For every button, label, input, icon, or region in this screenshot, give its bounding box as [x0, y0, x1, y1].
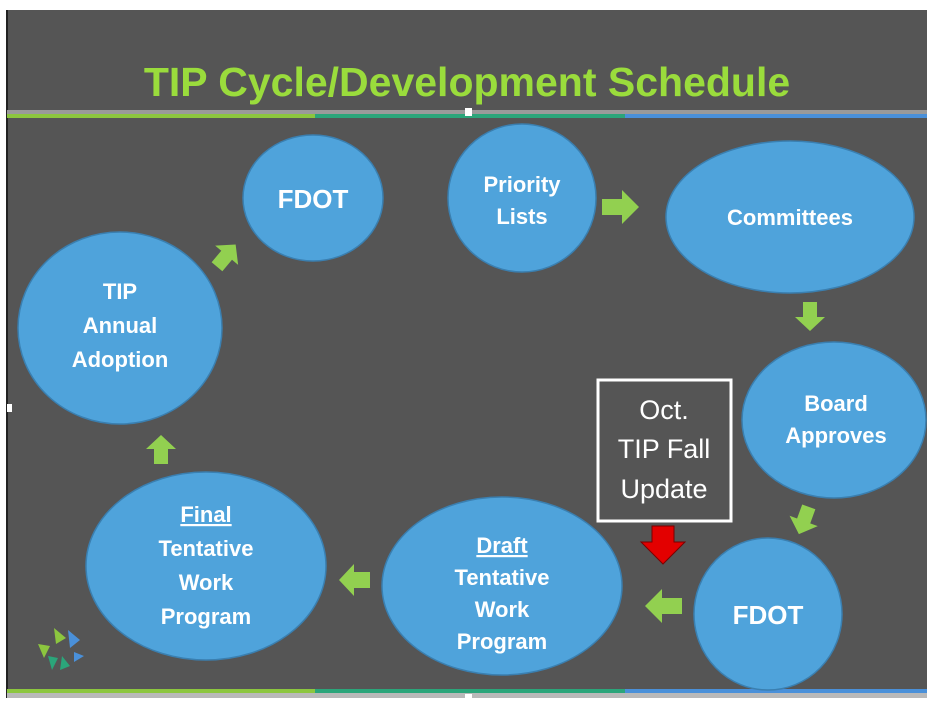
node-priority-lists-line-2: Lists [496, 204, 547, 229]
node-draft-line-2: Tentative [455, 565, 550, 590]
node-priority-lists-line-1: Priority [483, 172, 561, 197]
green-arrow-icon [339, 564, 370, 596]
node-draft-line-1: Draft [476, 533, 528, 558]
node-final-line-4: Program [161, 604, 251, 629]
node-draft-line-4: Program [457, 629, 547, 654]
green-arrow-icon [645, 589, 682, 623]
node-board-approves: Board Approves [741, 341, 927, 499]
node-board-approves-line-1: Board [804, 391, 868, 416]
node-fdot-top: FDOT [242, 134, 384, 262]
green-arrow-icon [211, 244, 239, 272]
callout-line-1: Oct. [639, 395, 689, 425]
green-arrow-icon [146, 435, 176, 464]
node-tip-line-3: Adoption [72, 347, 169, 372]
node-draft-tentative-work-program: Draft Tentative Work Program [381, 496, 623, 676]
agency-logo-icon [38, 628, 84, 670]
green-arrow-icon [789, 504, 818, 535]
node-priority-lists: Priority Lists [447, 123, 597, 273]
footer-divider [7, 689, 927, 702]
callout-box: Oct. TIP Fall Update [596, 378, 733, 523]
green-arrow-icon [602, 190, 639, 224]
slide-title: TIP Cycle/Development Schedule [144, 59, 790, 105]
node-board-approves-line-2: Approves [785, 423, 886, 448]
node-fdot-top-label: FDOT [278, 184, 349, 214]
node-tip-line-2: Annual [83, 313, 158, 338]
node-tip-annual-adoption: TIP Annual Adoption [17, 231, 223, 425]
node-tip-line-1: TIP [103, 279, 137, 304]
callout-line-3: Update [620, 474, 707, 504]
node-committees: Committees [665, 140, 915, 294]
green-arrow-icon [795, 302, 825, 331]
node-final-line-1: Final [180, 502, 231, 527]
node-fdot-bottom: FDOT [693, 537, 843, 691]
header-divider [7, 108, 927, 118]
callout-line-2: TIP Fall [618, 434, 711, 464]
node-fdot-bottom-label: FDOT [733, 600, 804, 630]
node-draft-line-3: Work [475, 597, 530, 622]
selection-handle [7, 404, 12, 412]
node-final-tentative-work-program: Final Tentative Work Program [85, 471, 327, 661]
node-committees-label: Committees [727, 205, 853, 230]
red-down-arrow-icon [639, 525, 687, 565]
node-final-line-2: Tentative [159, 536, 254, 561]
node-final-line-3: Work [179, 570, 234, 595]
